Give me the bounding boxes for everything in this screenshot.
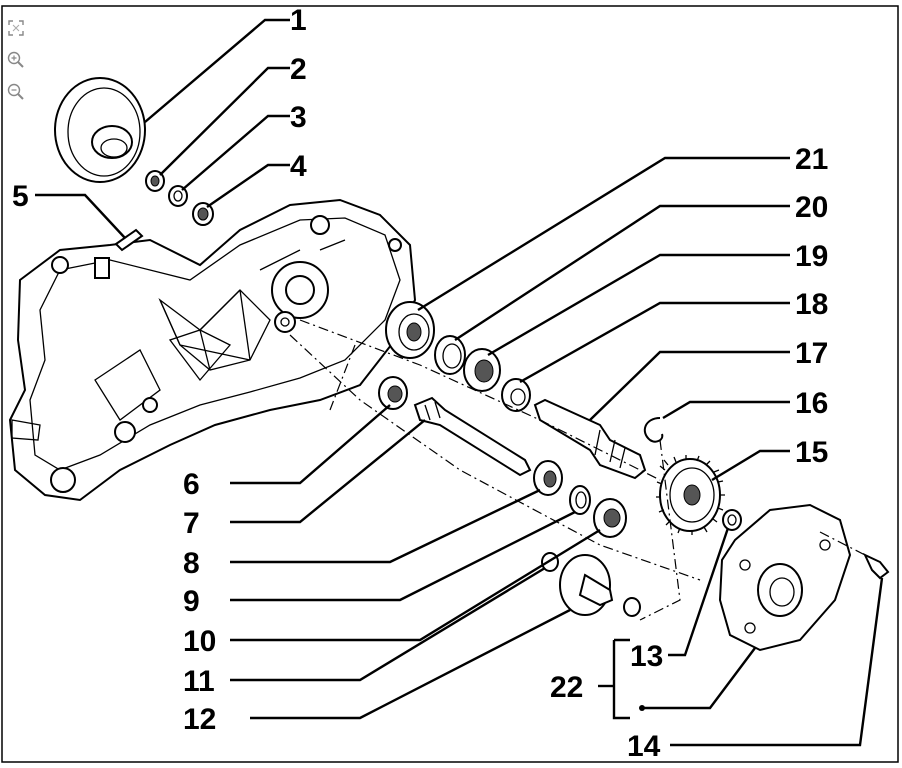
part-19-bearing <box>463 348 501 392</box>
callout-3: 3 <box>290 101 307 134</box>
part-16-circlip <box>643 417 664 443</box>
callout-9: 9 <box>183 585 200 618</box>
diagram-border <box>1 5 899 763</box>
callout-6: 6 <box>183 468 200 501</box>
part-8-seal <box>533 460 563 496</box>
part-14-cover <box>718 503 852 652</box>
callout-5: 5 <box>12 180 29 213</box>
part-5-dowel-pin <box>114 228 144 252</box>
part-15-gear <box>656 455 725 535</box>
part-10-bearing <box>593 498 627 538</box>
callout-14: 14 <box>627 730 661 763</box>
callout-2: 2 <box>290 53 307 86</box>
part-1-pulley <box>54 77 146 183</box>
part-6-bearing <box>378 376 408 410</box>
callout-19: 19 <box>795 240 828 273</box>
leader-dot <box>639 705 645 711</box>
callout-1: 1 <box>290 4 307 37</box>
centerline-vertical <box>329 344 681 621</box>
part-12-gear <box>559 554 641 617</box>
callout-10: 10 <box>183 625 216 658</box>
part-3-bushing <box>168 185 188 207</box>
callout-18: 18 <box>795 288 828 321</box>
part-21-bearing <box>385 301 435 359</box>
callout-7: 7 <box>183 507 200 540</box>
callout-20: 20 <box>795 191 828 224</box>
callout-22: 22 <box>550 671 583 704</box>
crankcase-half <box>8 198 417 502</box>
fit-screen-icon[interactable] <box>6 18 26 38</box>
zoom-out-icon[interactable] <box>6 82 26 102</box>
zoom-in-icon[interactable] <box>6 50 26 70</box>
callout-11: 11 <box>183 665 215 698</box>
part-18-spacer <box>501 378 531 412</box>
callout-labels: 1 2 3 4 5 6 7 8 9 10 11 12 13 14 15 16 1… <box>12 4 828 763</box>
leader-lines <box>35 18 884 747</box>
part-14-bolt <box>819 531 890 580</box>
part-13-washer <box>722 509 742 531</box>
part-4-seal <box>192 202 214 226</box>
callout-8: 8 <box>183 547 200 580</box>
callout-4: 4 <box>290 150 307 183</box>
part-7-shaft <box>413 396 532 477</box>
part-9-circlip <box>569 485 591 515</box>
callout-17: 17 <box>795 337 828 370</box>
callout-12: 12 <box>183 703 216 736</box>
centerline-upper <box>299 319 661 481</box>
part-20-circlip <box>434 335 466 375</box>
centerline-lower <box>289 334 701 581</box>
callout-15: 15 <box>795 436 828 469</box>
callout-21: 21 <box>795 143 828 176</box>
callout-13: 13 <box>630 640 663 673</box>
callout-16: 16 <box>795 387 828 420</box>
part-2-washer <box>145 170 165 192</box>
